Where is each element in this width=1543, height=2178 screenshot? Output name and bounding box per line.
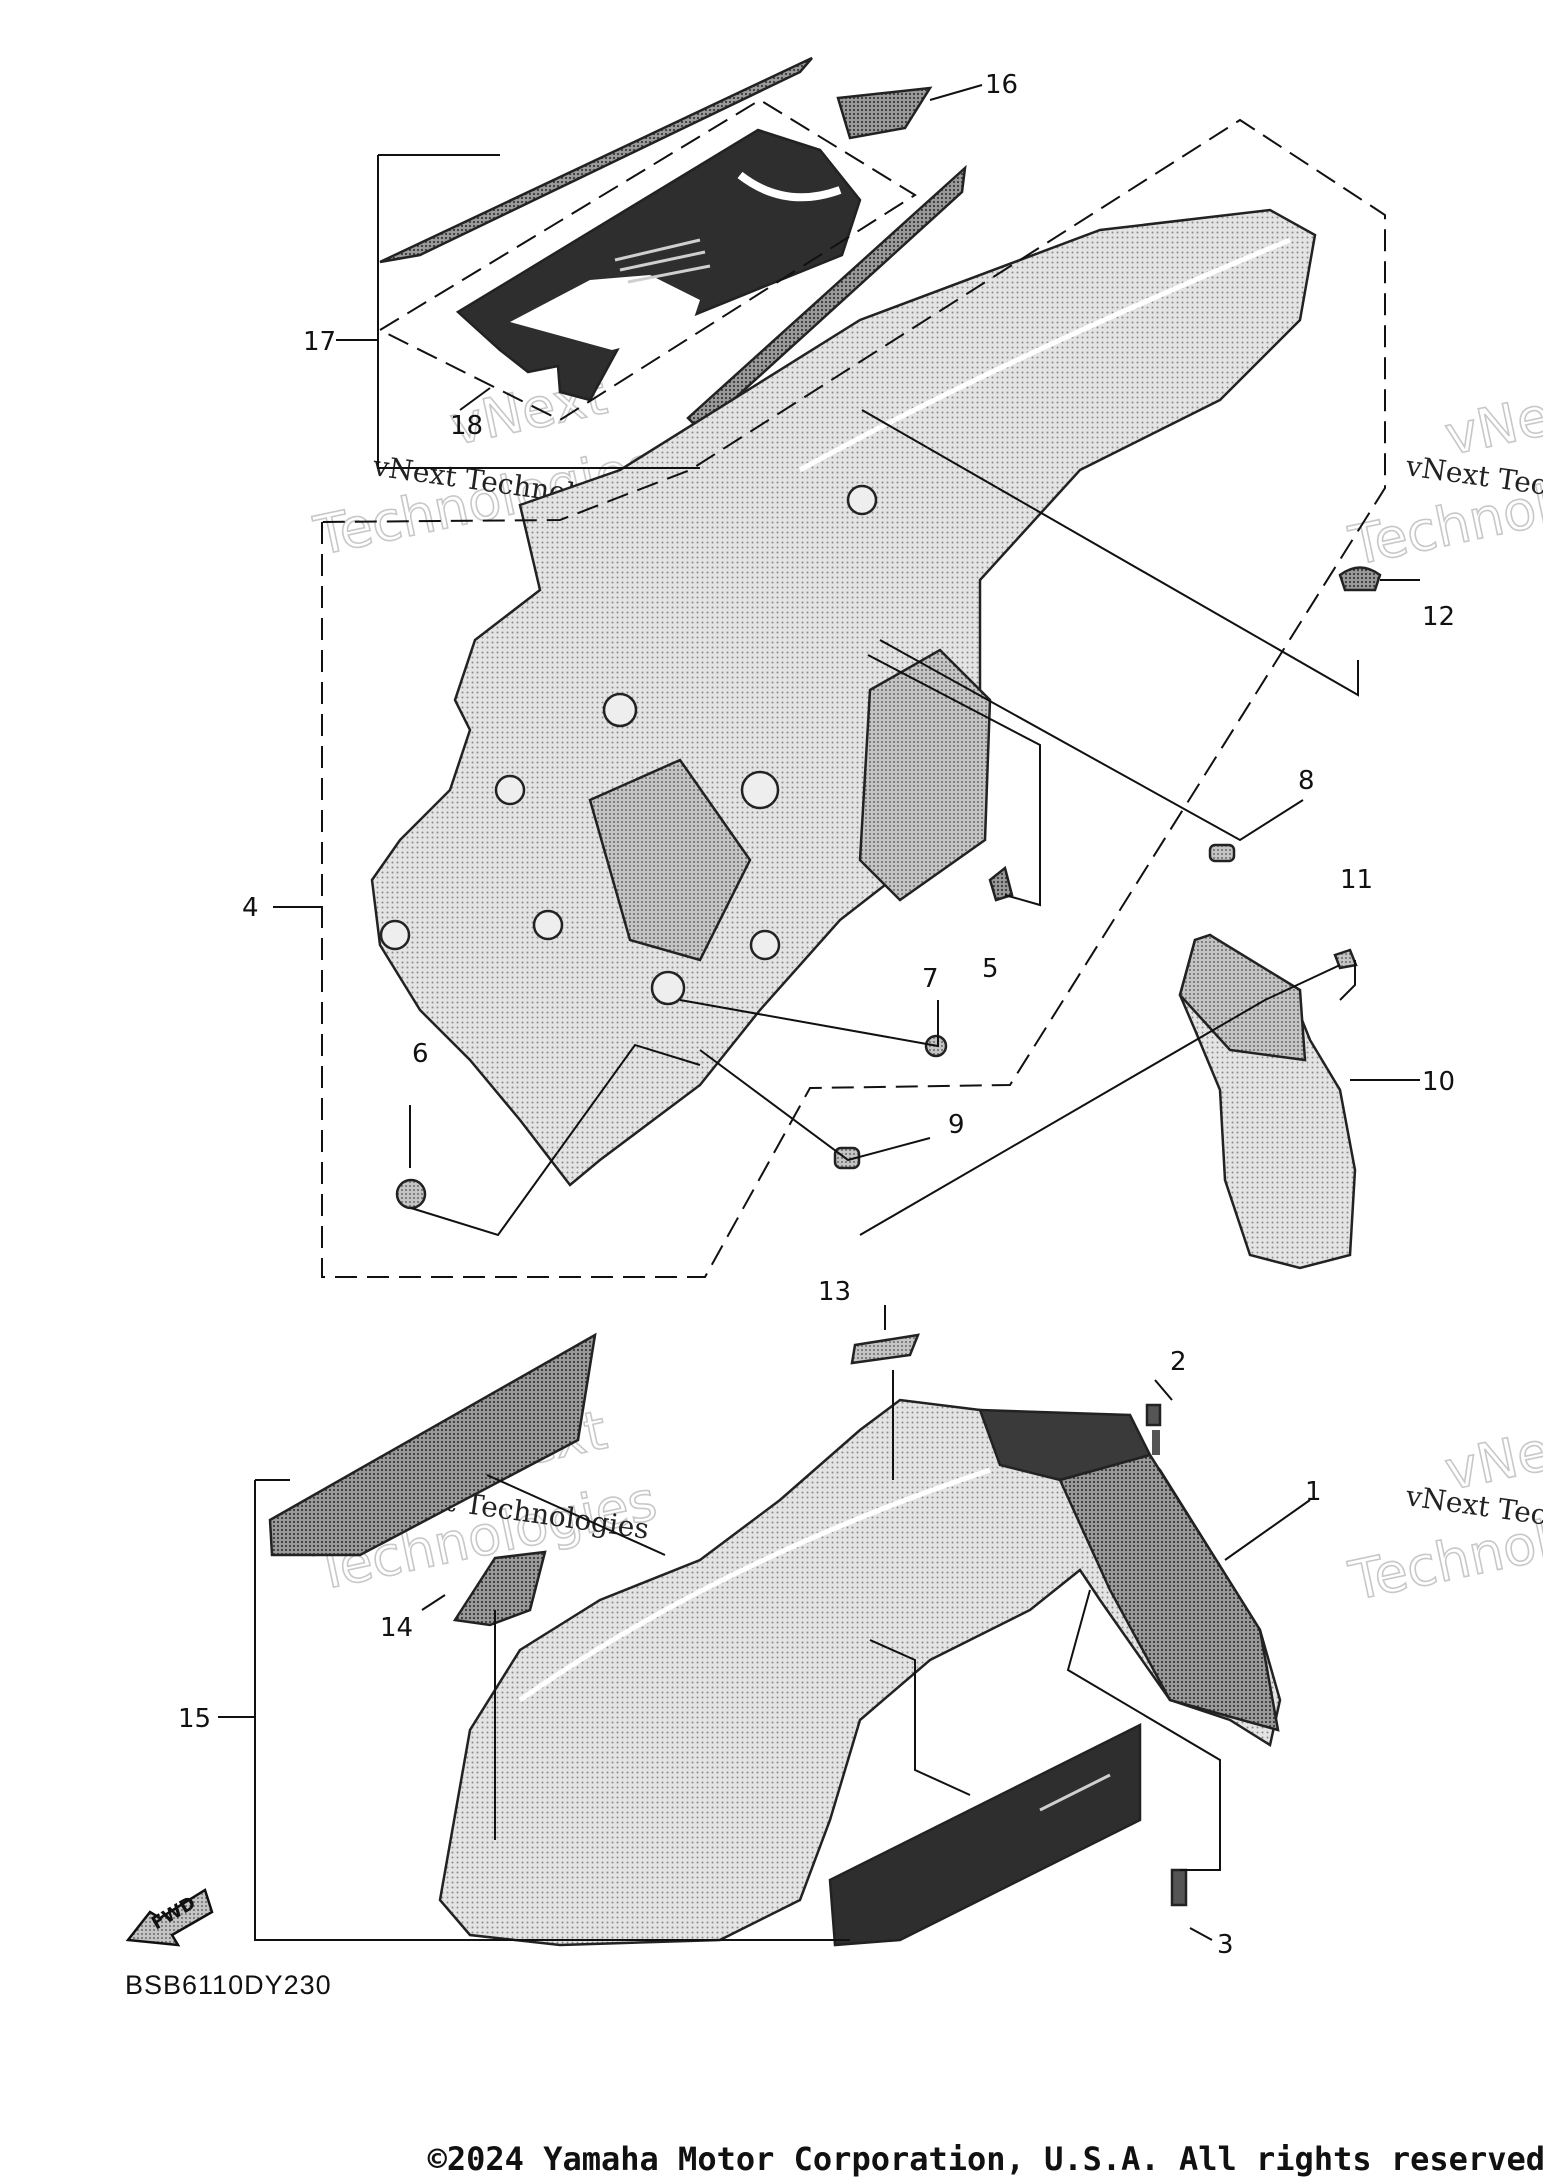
callout-2: 2 (1170, 1347, 1187, 1377)
front-fender-rear-section (1058, 1453, 1280, 1732)
rear-fender-inner-box (858, 648, 992, 902)
decal-13 (850, 1333, 920, 1365)
decal-18-dashed-outline (377, 98, 917, 422)
callout-15: 15 (178, 1704, 211, 1734)
callout-18: 18 (450, 411, 483, 441)
leader-6 (409, 1043, 701, 1237)
rear-fender-body (370, 208, 1317, 1187)
callout-17: 17 (303, 327, 336, 357)
part-2-shaft (1152, 1430, 1160, 1455)
leader-2 (1154, 1379, 1173, 1401)
leader-11 (1339, 960, 1356, 1001)
part-3-bolt (1170, 1868, 1188, 1907)
rear-fender-highlight (798, 237, 1291, 473)
decal-18-cutout (510, 275, 700, 350)
leader-decal-side (869, 1639, 971, 1796)
callout-6: 6 (412, 1039, 429, 1069)
bracket-17 (377, 155, 700, 469)
leader-8 (879, 639, 1304, 842)
callout-labels: 1 2 3 4 5 6 7 8 9 10 11 12 13 14 15 16 1… (178, 70, 1455, 1960)
diagram-code: BSB6110DY230 (125, 1970, 332, 2000)
front-fender-body (438, 1398, 1282, 1947)
rear-fender (321, 118, 1386, 1278)
callout-1: 1 (1305, 1477, 1322, 1507)
rear-fender-hole-8 (846, 484, 878, 516)
rear-fender-hole-1 (602, 692, 638, 728)
callout-5: 5 (982, 954, 999, 984)
bracket-15 (254, 1480, 850, 1941)
decal-front-side (828, 1722, 1142, 1947)
callout-13: 13 (818, 1277, 851, 1307)
rear-fender-dashed-outline (321, 118, 1386, 1278)
leader-7 (679, 999, 939, 1048)
callout-16: 16 (985, 70, 1018, 100)
leader-18 (459, 387, 491, 411)
front-fender-highlight (518, 1467, 991, 1703)
rear-fender-mount (588, 758, 752, 962)
leader-16 (929, 84, 983, 101)
callout-7: 7 (922, 964, 939, 994)
decal-16 (836, 86, 933, 140)
part-12 (1338, 566, 1382, 592)
leader-3 (1189, 1927, 1213, 1941)
leader-12-route (861, 409, 1359, 697)
decal-stripe-top (379, 56, 813, 264)
part-2-bolt (1145, 1403, 1162, 1427)
copyright-footer: ©2024 Yamaha Motor Corporation, U.S.A. A… (427, 2140, 1543, 2178)
rear-fender-hole-2 (740, 770, 780, 810)
part-5 (988, 865, 1014, 902)
rear-fender-hole-6 (650, 970, 686, 1006)
callout-12: 12 (1422, 602, 1455, 632)
front-fender (268, 1332, 1282, 1947)
leader-14 (421, 1594, 446, 1611)
leader-lines (218, 84, 1420, 1941)
rear-fender-hole-4 (532, 909, 564, 941)
leader-5 (867, 654, 1041, 907)
leader-3-route (1066, 1589, 1221, 1871)
leader-10-route (859, 964, 1341, 1236)
part-10-top (1178, 933, 1307, 1062)
part-6 (395, 1178, 427, 1210)
callout-9: 9 (948, 1110, 965, 1140)
callout-4: 4 (242, 893, 259, 923)
decal-front-side-logo (1039, 1773, 1111, 1812)
callout-8: 8 (1298, 766, 1315, 796)
fwd-arrow-icon: FWD (125, 1888, 214, 1947)
decal-18-curve (737, 171, 842, 202)
rear-fender-hole-5 (379, 919, 411, 951)
rear-fender-hole-7 (749, 929, 781, 961)
leader-15-decal (486, 1474, 666, 1556)
leader-1 (1224, 1499, 1311, 1561)
callout-11: 11 (1340, 865, 1373, 895)
callout-14: 14 (380, 1613, 413, 1643)
leader-9 (699, 1049, 931, 1162)
part-8 (1208, 843, 1236, 863)
decal-18-chevrons (614, 238, 711, 284)
decal-front-top-15 (268, 1332, 597, 1557)
watermark-big-top-right: vNext (1440, 373, 1543, 467)
decal-14 (452, 1550, 547, 1627)
rear-fender-decals (377, 56, 967, 432)
callout-10: 10 (1422, 1067, 1455, 1097)
rear-fender-hole-3 (494, 774, 526, 806)
callout-3: 3 (1217, 1930, 1234, 1960)
